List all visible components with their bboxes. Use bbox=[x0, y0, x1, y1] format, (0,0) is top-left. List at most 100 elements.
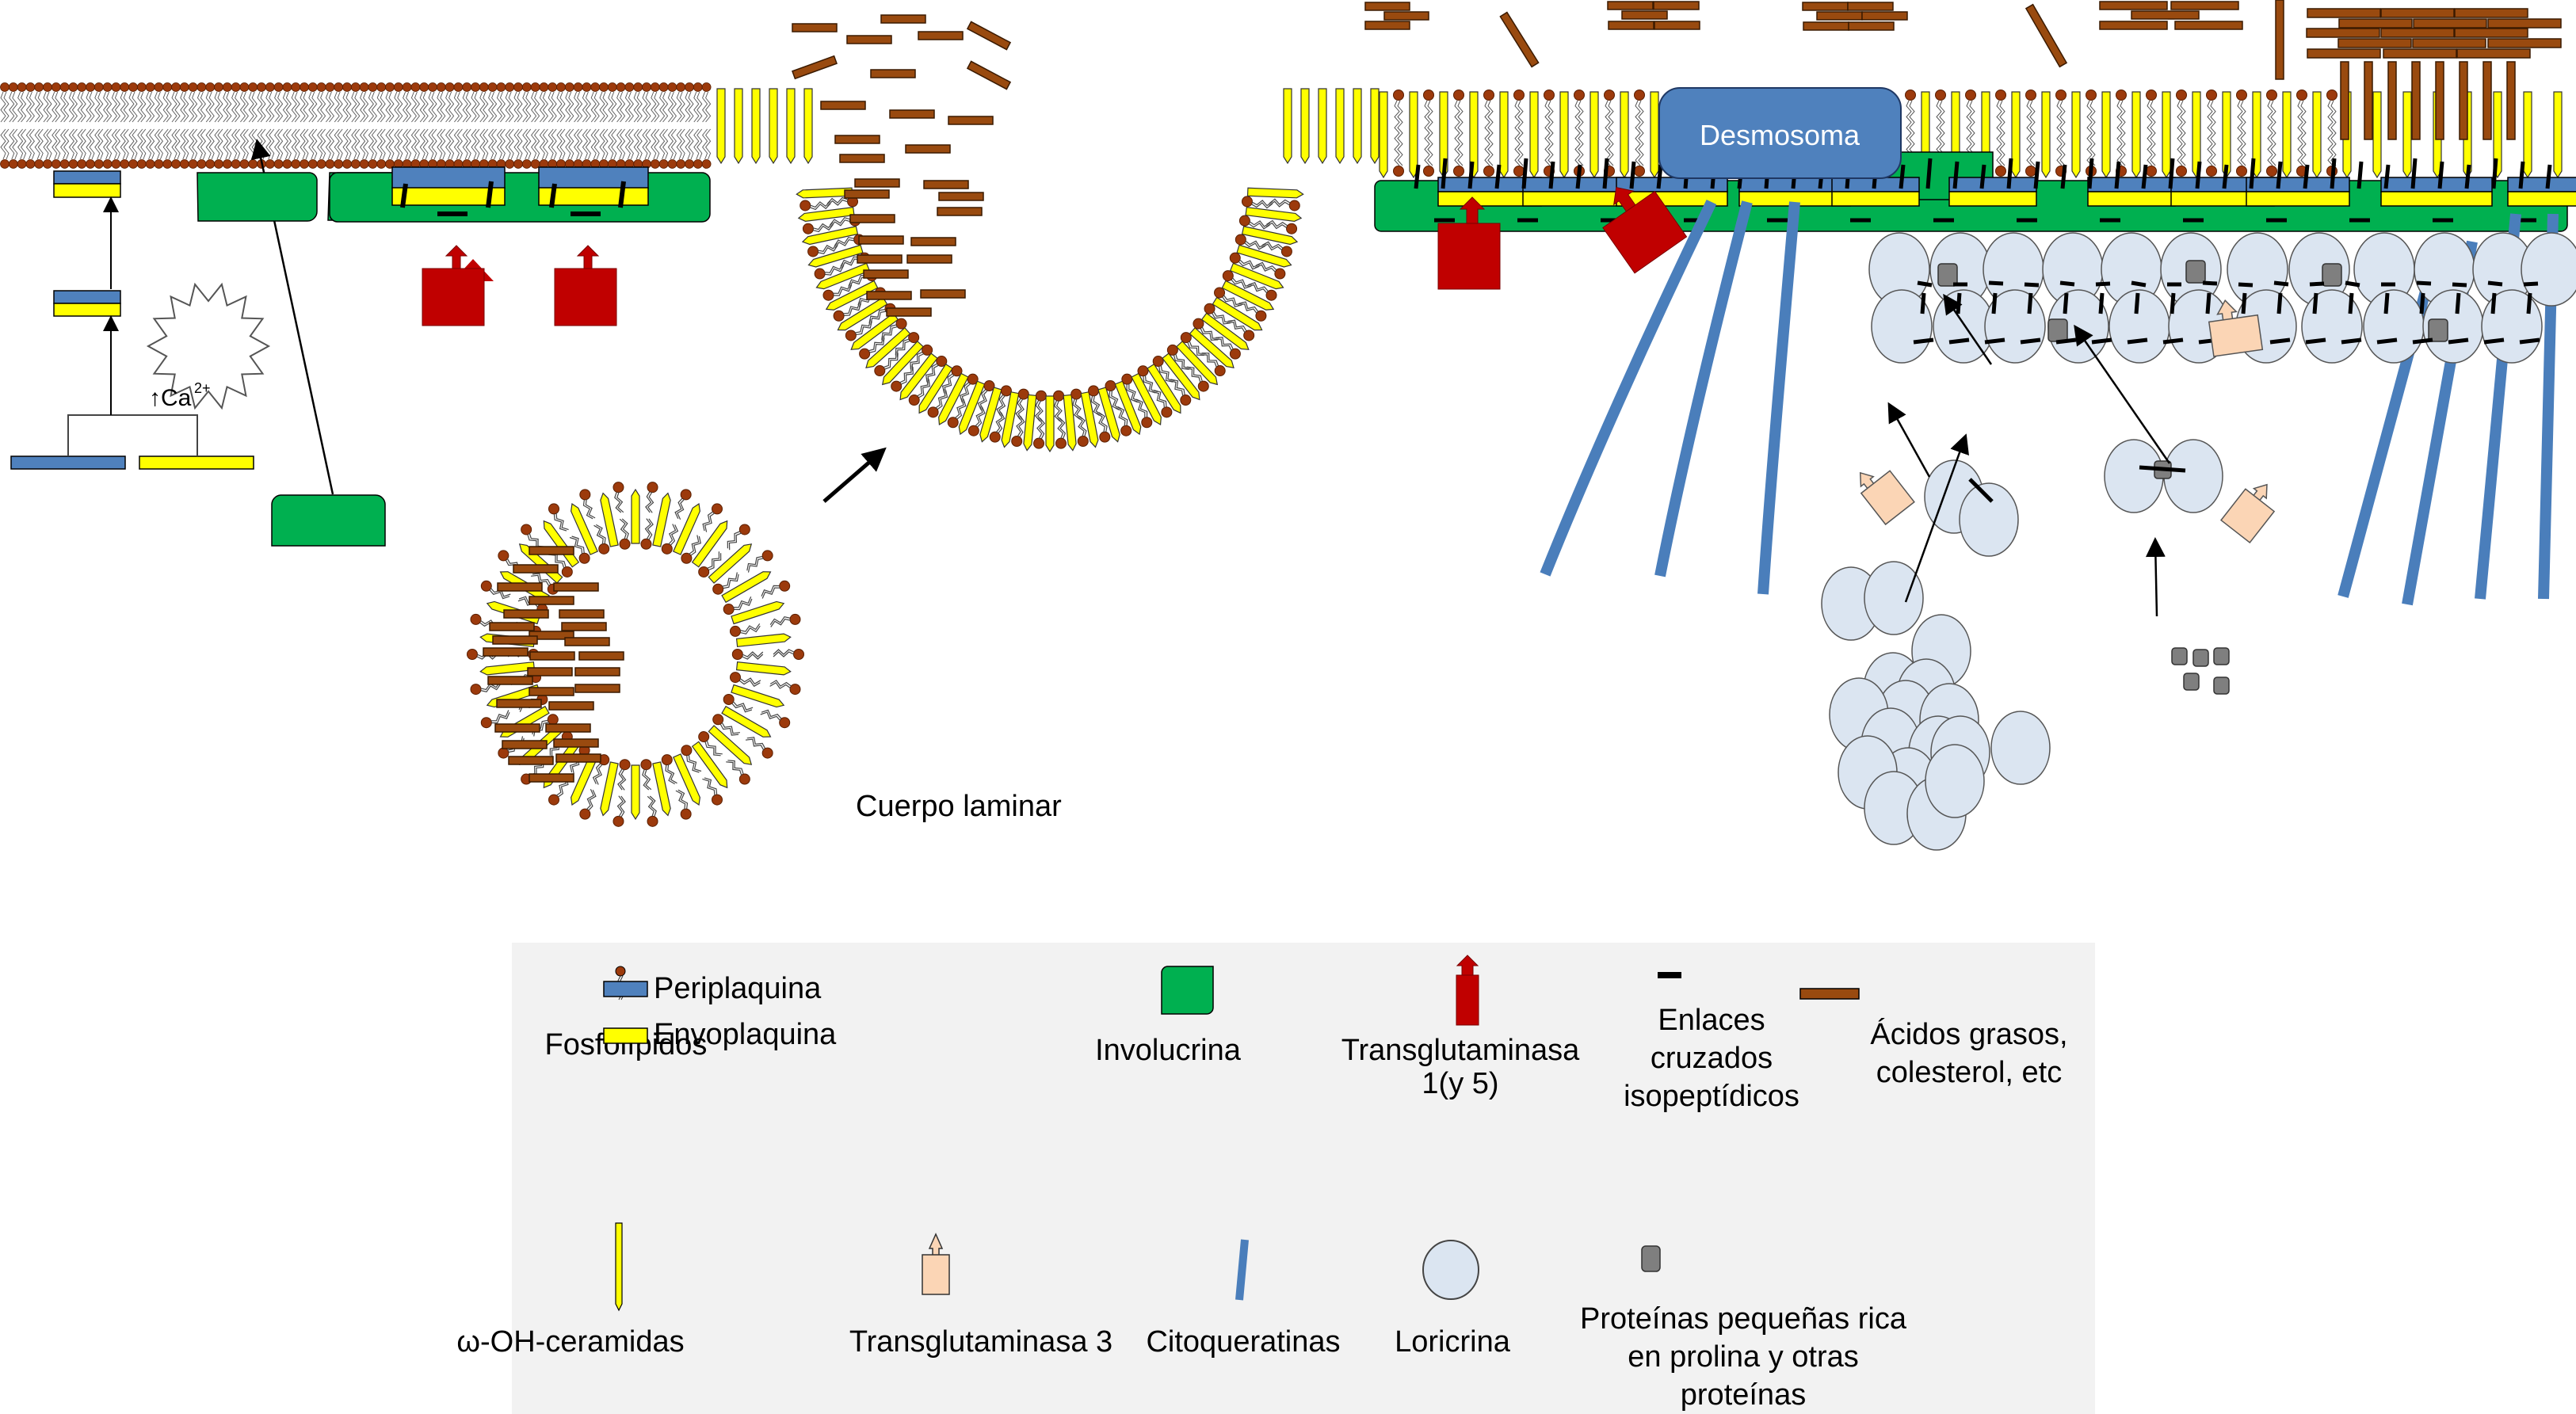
ceramide bbox=[803, 88, 813, 165]
phospholipid bbox=[1096, 412, 1111, 443]
phospholipid-head bbox=[590, 82, 601, 92]
lipid-bar bbox=[1847, 2, 1894, 11]
phospholipid-head bbox=[453, 82, 464, 92]
lipid-tail bbox=[60, 91, 67, 123]
lipid-tail bbox=[328, 91, 334, 123]
lipid-tail bbox=[676, 91, 682, 123]
lipid-tail bbox=[590, 128, 597, 160]
isopeptide-crosslink bbox=[1956, 292, 1962, 314]
phospholipid bbox=[480, 580, 511, 600]
lipid-tail bbox=[556, 91, 563, 123]
isopeptide-crosslink bbox=[2024, 282, 2040, 288]
lipid-tail bbox=[517, 128, 523, 160]
lipid-tail bbox=[522, 91, 529, 123]
phospholipid bbox=[727, 524, 750, 551]
lipid-bar bbox=[2506, 61, 2516, 140]
phospholipid bbox=[579, 489, 596, 520]
lipid-tail bbox=[394, 91, 400, 123]
arrow-lamellar-body-fusion bbox=[822, 447, 887, 503]
lipid-tail bbox=[388, 128, 395, 160]
envoplakin-segment bbox=[1831, 191, 1920, 207]
lipid-tail bbox=[351, 91, 357, 123]
lipid-bar bbox=[866, 291, 912, 300]
lipid-tail bbox=[0, 128, 6, 160]
lipid-tail bbox=[491, 128, 498, 160]
phospholipid-head bbox=[231, 159, 241, 169]
phospholipid bbox=[1235, 234, 1266, 250]
phospholipid-head bbox=[1423, 90, 1434, 101]
phospholipid bbox=[800, 200, 831, 212]
isopeptide-crosslink bbox=[2448, 337, 2469, 345]
lipid-tail bbox=[651, 91, 657, 123]
lipid-tail bbox=[483, 128, 489, 160]
lipid-tail bbox=[128, 91, 135, 123]
lipid-tail bbox=[685, 91, 691, 123]
envoplakin-monomer bbox=[139, 455, 254, 470]
ceramide bbox=[1529, 91, 1539, 179]
phospholipid-head bbox=[513, 82, 523, 92]
phospholipid-head bbox=[1995, 166, 2006, 177]
ceramide bbox=[2101, 91, 2111, 179]
phospholipid bbox=[1200, 353, 1226, 377]
lipid-tail bbox=[448, 128, 455, 160]
phospholipid-head bbox=[265, 159, 275, 169]
ceramide bbox=[899, 353, 938, 401]
phospholipid bbox=[1152, 356, 1175, 383]
isopeptide-crosslink bbox=[2033, 161, 2040, 189]
lipid-tail bbox=[77, 128, 83, 160]
ceramide bbox=[652, 492, 671, 547]
lipid-tail bbox=[499, 91, 506, 123]
lipid-tail bbox=[593, 91, 600, 123]
isopeptide-crosslink bbox=[2419, 292, 2425, 314]
phospholipid-head bbox=[34, 159, 44, 169]
lipid-tail bbox=[360, 91, 366, 123]
phospholipid-head bbox=[128, 159, 138, 169]
lipid-tail bbox=[192, 91, 198, 123]
lipid-tail bbox=[123, 91, 129, 123]
lipid-tail bbox=[157, 128, 163, 160]
ceramide bbox=[600, 761, 619, 817]
lipid-tail bbox=[556, 128, 563, 160]
lipid-tail bbox=[37, 128, 44, 160]
lipid-bar bbox=[923, 180, 969, 189]
lipid-tail bbox=[106, 91, 113, 123]
lipid-tail bbox=[2237, 100, 2243, 166]
lipid-tail bbox=[351, 128, 357, 160]
lipid-tail bbox=[577, 128, 583, 160]
lipid-tail bbox=[1454, 100, 1460, 166]
phospholipid-head bbox=[693, 82, 703, 92]
lipid-tail bbox=[146, 128, 152, 160]
lipid-bar bbox=[1654, 21, 1700, 30]
phospholipid-head bbox=[436, 82, 446, 92]
phospholipid-head bbox=[2025, 90, 2036, 101]
envoplakin-segment bbox=[2507, 191, 2576, 207]
isopeptide-crosslink bbox=[2249, 158, 2256, 189]
phospholipid-head bbox=[59, 159, 70, 169]
lipid-tail bbox=[465, 91, 471, 123]
lipid-tail bbox=[659, 128, 666, 160]
phospholipid-head bbox=[342, 159, 352, 169]
phospholipid bbox=[761, 580, 791, 599]
phospholipid-head bbox=[1965, 90, 1976, 101]
ceramide bbox=[631, 764, 640, 821]
lipid-tail bbox=[539, 91, 545, 123]
lipid-tail bbox=[693, 128, 700, 160]
lipid-tail bbox=[462, 91, 468, 123]
isopeptide-crosslink bbox=[1467, 161, 1475, 189]
isopeptide-crosslink bbox=[1968, 478, 1994, 503]
lipid-tail bbox=[539, 128, 545, 160]
isopeptide-crosslink bbox=[2087, 158, 2094, 189]
lipid-tail bbox=[111, 91, 117, 123]
lipid-tail bbox=[394, 128, 400, 160]
assembly-arrow bbox=[2145, 537, 2166, 617]
phospholipid bbox=[859, 335, 885, 360]
phospholipid-head bbox=[128, 82, 138, 92]
isopeptide-crosslink bbox=[1602, 158, 1609, 189]
isopeptide-crosslink bbox=[2383, 292, 2390, 314]
phospholipid-head bbox=[197, 82, 207, 92]
lipid-tail bbox=[320, 128, 326, 160]
lipid-tail bbox=[43, 128, 49, 160]
lipid-tail bbox=[80, 128, 86, 160]
lipid-tail bbox=[89, 91, 95, 123]
phospholipid bbox=[996, 385, 1012, 417]
